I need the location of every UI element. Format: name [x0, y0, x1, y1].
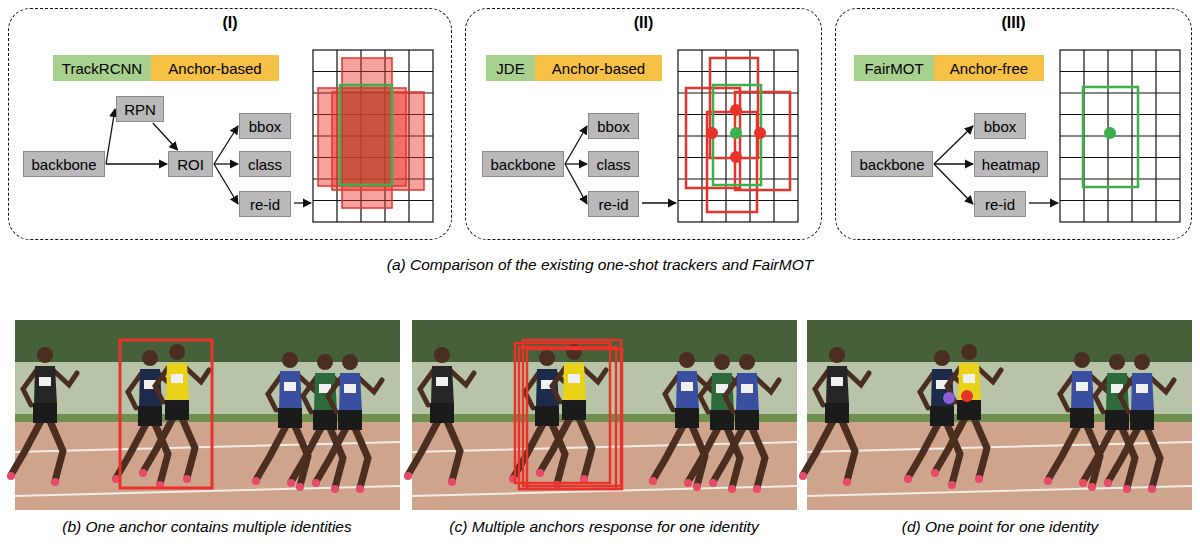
box-label: backbone [859, 156, 924, 173]
anchor-boxes [686, 58, 790, 212]
anchor-grid [678, 50, 798, 222]
method-tag: FairMOT [854, 55, 934, 81]
anchor-type-tag: Anchor-based [151, 55, 279, 81]
box-label: bbox [249, 118, 282, 135]
module-box: bbox [974, 113, 1026, 139]
box-label: bbox [984, 118, 1017, 135]
box-label: JDE [496, 60, 524, 77]
box-label: re-id [985, 196, 1015, 213]
tracker-panel: (I) TrackRCNN Anchor-based backbone RPN ROI bb… [8, 8, 452, 240]
reid-arrow [294, 202, 1058, 203]
race-photo [799, 320, 1192, 510]
module-box: ROI [168, 151, 213, 177]
flow-arrow [106, 163, 167, 164]
flow-arrow [153, 123, 178, 150]
flow-arrow [214, 126, 238, 164]
box-label: TrackRCNN [62, 60, 142, 77]
panel-title: (II) [466, 14, 821, 32]
flow-arrow [934, 164, 973, 204]
module-box: backbone [482, 151, 564, 177]
subfigure-caption: (b) One anchor contains multiple identit… [12, 518, 402, 536]
subfigure-caption: (c) Multiple anchors response for one id… [409, 518, 799, 536]
race-photo [7, 320, 400, 510]
box-label: Anchor-based [552, 60, 645, 77]
box-label: Anchor-free [950, 60, 1028, 77]
flow-arrow [214, 163, 238, 164]
flow-arrow [106, 109, 115, 164]
box-label: class [596, 156, 630, 173]
flow-arrow [934, 126, 973, 164]
method-tag: JDE [486, 55, 535, 81]
box-label: backbone [490, 156, 555, 173]
module-box: re-id [239, 191, 291, 217]
flow-arrow [934, 163, 973, 164]
flow-arrow [565, 164, 587, 204]
method-tag: TrackRCNN [53, 55, 151, 81]
tracker-panel: (II) JDE Anchor-based backbone bbox class re-i… [465, 8, 822, 240]
anchor-boxes [515, 340, 622, 489]
subfigure-caption: (a) Comparison of the existing one-shot … [300, 256, 900, 274]
flow-arrow [565, 163, 587, 164]
anchor-grid [1060, 50, 1180, 222]
flow-arrow [214, 164, 238, 204]
box-label: Anchor-based [168, 60, 261, 77]
box-label: heatmap [982, 156, 1040, 173]
panel-title: (III) [836, 14, 1191, 32]
anchor-box [120, 340, 212, 488]
center-point [943, 392, 955, 404]
module-box: bbox [239, 113, 291, 139]
box-label: FairMOT [864, 60, 923, 77]
tracker-panel: (III) FairMOT Anchor-free backbone bbox heatm… [835, 8, 1192, 240]
flow-arrow [565, 126, 587, 164]
box-label: bbox [597, 118, 630, 135]
module-box: class [239, 151, 291, 177]
module-box: heatmap [974, 151, 1048, 177]
module-box: backbone [851, 151, 933, 177]
anchor-type-tag: Anchor-based [535, 55, 662, 81]
center-point [961, 390, 973, 402]
module-box: re-id [588, 191, 639, 217]
box-label: re-id [250, 196, 280, 213]
box-label: RPN [124, 101, 156, 118]
anchor-boxes [318, 58, 424, 208]
module-box: bbox [588, 113, 639, 139]
center-point [1083, 87, 1138, 187]
race-photo [404, 320, 797, 510]
box-label: ROI [177, 156, 204, 173]
module-box: class [588, 151, 639, 177]
box-label: re-id [598, 196, 628, 213]
module-box: RPN [116, 96, 164, 122]
box-label: class [248, 156, 282, 173]
module-box: re-id [974, 191, 1026, 217]
module-box: backbone [23, 151, 105, 177]
box-label: backbone [31, 156, 96, 173]
panel-title: (I) [9, 14, 451, 32]
anchor-grid [313, 50, 433, 222]
subfigure-caption: (d) One point for one identity [805, 518, 1195, 536]
anchor-type-tag: Anchor-free [934, 55, 1044, 81]
